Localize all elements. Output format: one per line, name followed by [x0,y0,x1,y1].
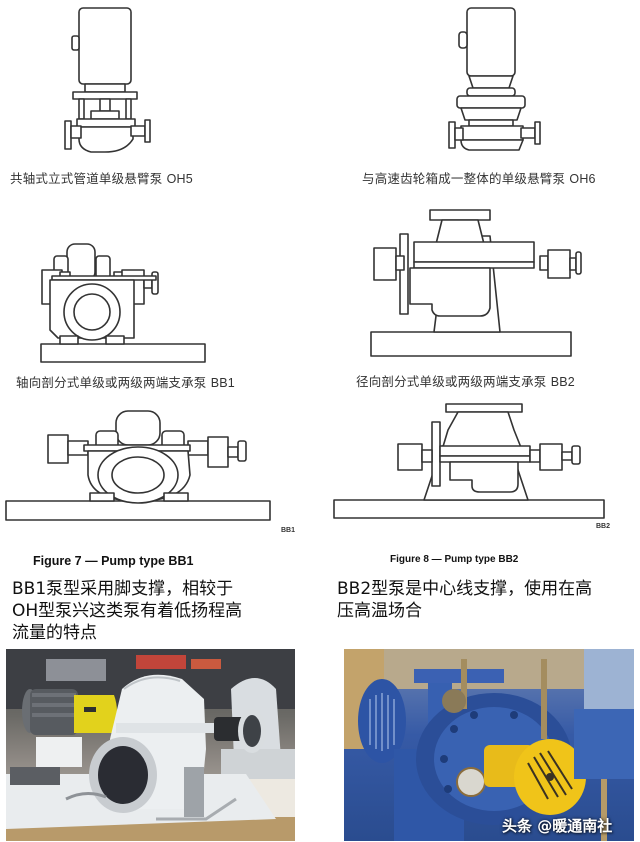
oh6-pump-drawing [448,7,541,151]
bb2-description-line: 压高温场合 [337,601,422,621]
oh5-caption-cn: 共轴式立式管道单级悬臂泵 [10,171,163,186]
oh5-code: OH5 [166,172,193,186]
oh6-code: OH6 [569,172,596,186]
bb1-small-caption-cn: 轴向剖分式单级或两级两端支承泵 [16,375,207,390]
bb1-small-code: BB1 [210,376,235,390]
bb2-large-tag: BB2 [596,523,611,530]
bb1-description-line: 流量的特点 [12,623,97,643]
bb2-pump-photo: 头条 @暖通南社 [344,649,634,841]
bb1-pump-photo [6,649,295,841]
bb1-description-line: OH型泵兴这类泵有着低扬程高 [12,601,243,621]
figure-7-caption: Figure 7 — Pump type BB1 [33,554,194,568]
bb2-description-line: BB2型泵是中心线支撑，使用在高 [337,579,593,599]
oh6-caption-cn: 与高速齿轮箱成一整体的单级悬臂泵 [362,171,566,186]
bb2-small-caption-cn: 径向剖分式单级或两级两端支承泵 [356,374,547,389]
bb2-small-pump-drawing [370,209,582,357]
figure-8-caption: Figure 8 — Pump type BB2 [390,554,519,565]
bb2-small-code: BB2 [550,375,575,389]
bb1-large-tag: BB1 [281,527,296,534]
bb2-large-pump-drawing [333,403,605,519]
oh5-caption: 共轴式立式管道单级悬臂泵 OH5 [10,168,193,187]
watermark: 头条 @暖通南社 [502,817,613,835]
oh5-pump-drawing [64,7,151,153]
bb1-description: BB1泵型采用脚支撑，相较于 OH型泵兴这类泵有着低扬程高 流量的特点 [12,578,312,644]
bb1-description-line: BB1泵型采用脚支撑，相较于 [12,579,234,599]
oh6-caption: 与高速齿轮箱成一整体的单级悬臂泵 OH6 [362,168,596,187]
bb1-small-pump-drawing [40,243,206,363]
bb1-large-pump-drawing [5,410,271,521]
bb2-small-caption: 径向剖分式单级或两级两端支承泵 BB2 [356,371,575,390]
bb2-description: BB2型泵是中心线支撑，使用在高 压高温场合 [337,578,637,622]
bb1-small-caption: 轴向剖分式单级或两级两端支承泵 BB1 [16,372,235,391]
